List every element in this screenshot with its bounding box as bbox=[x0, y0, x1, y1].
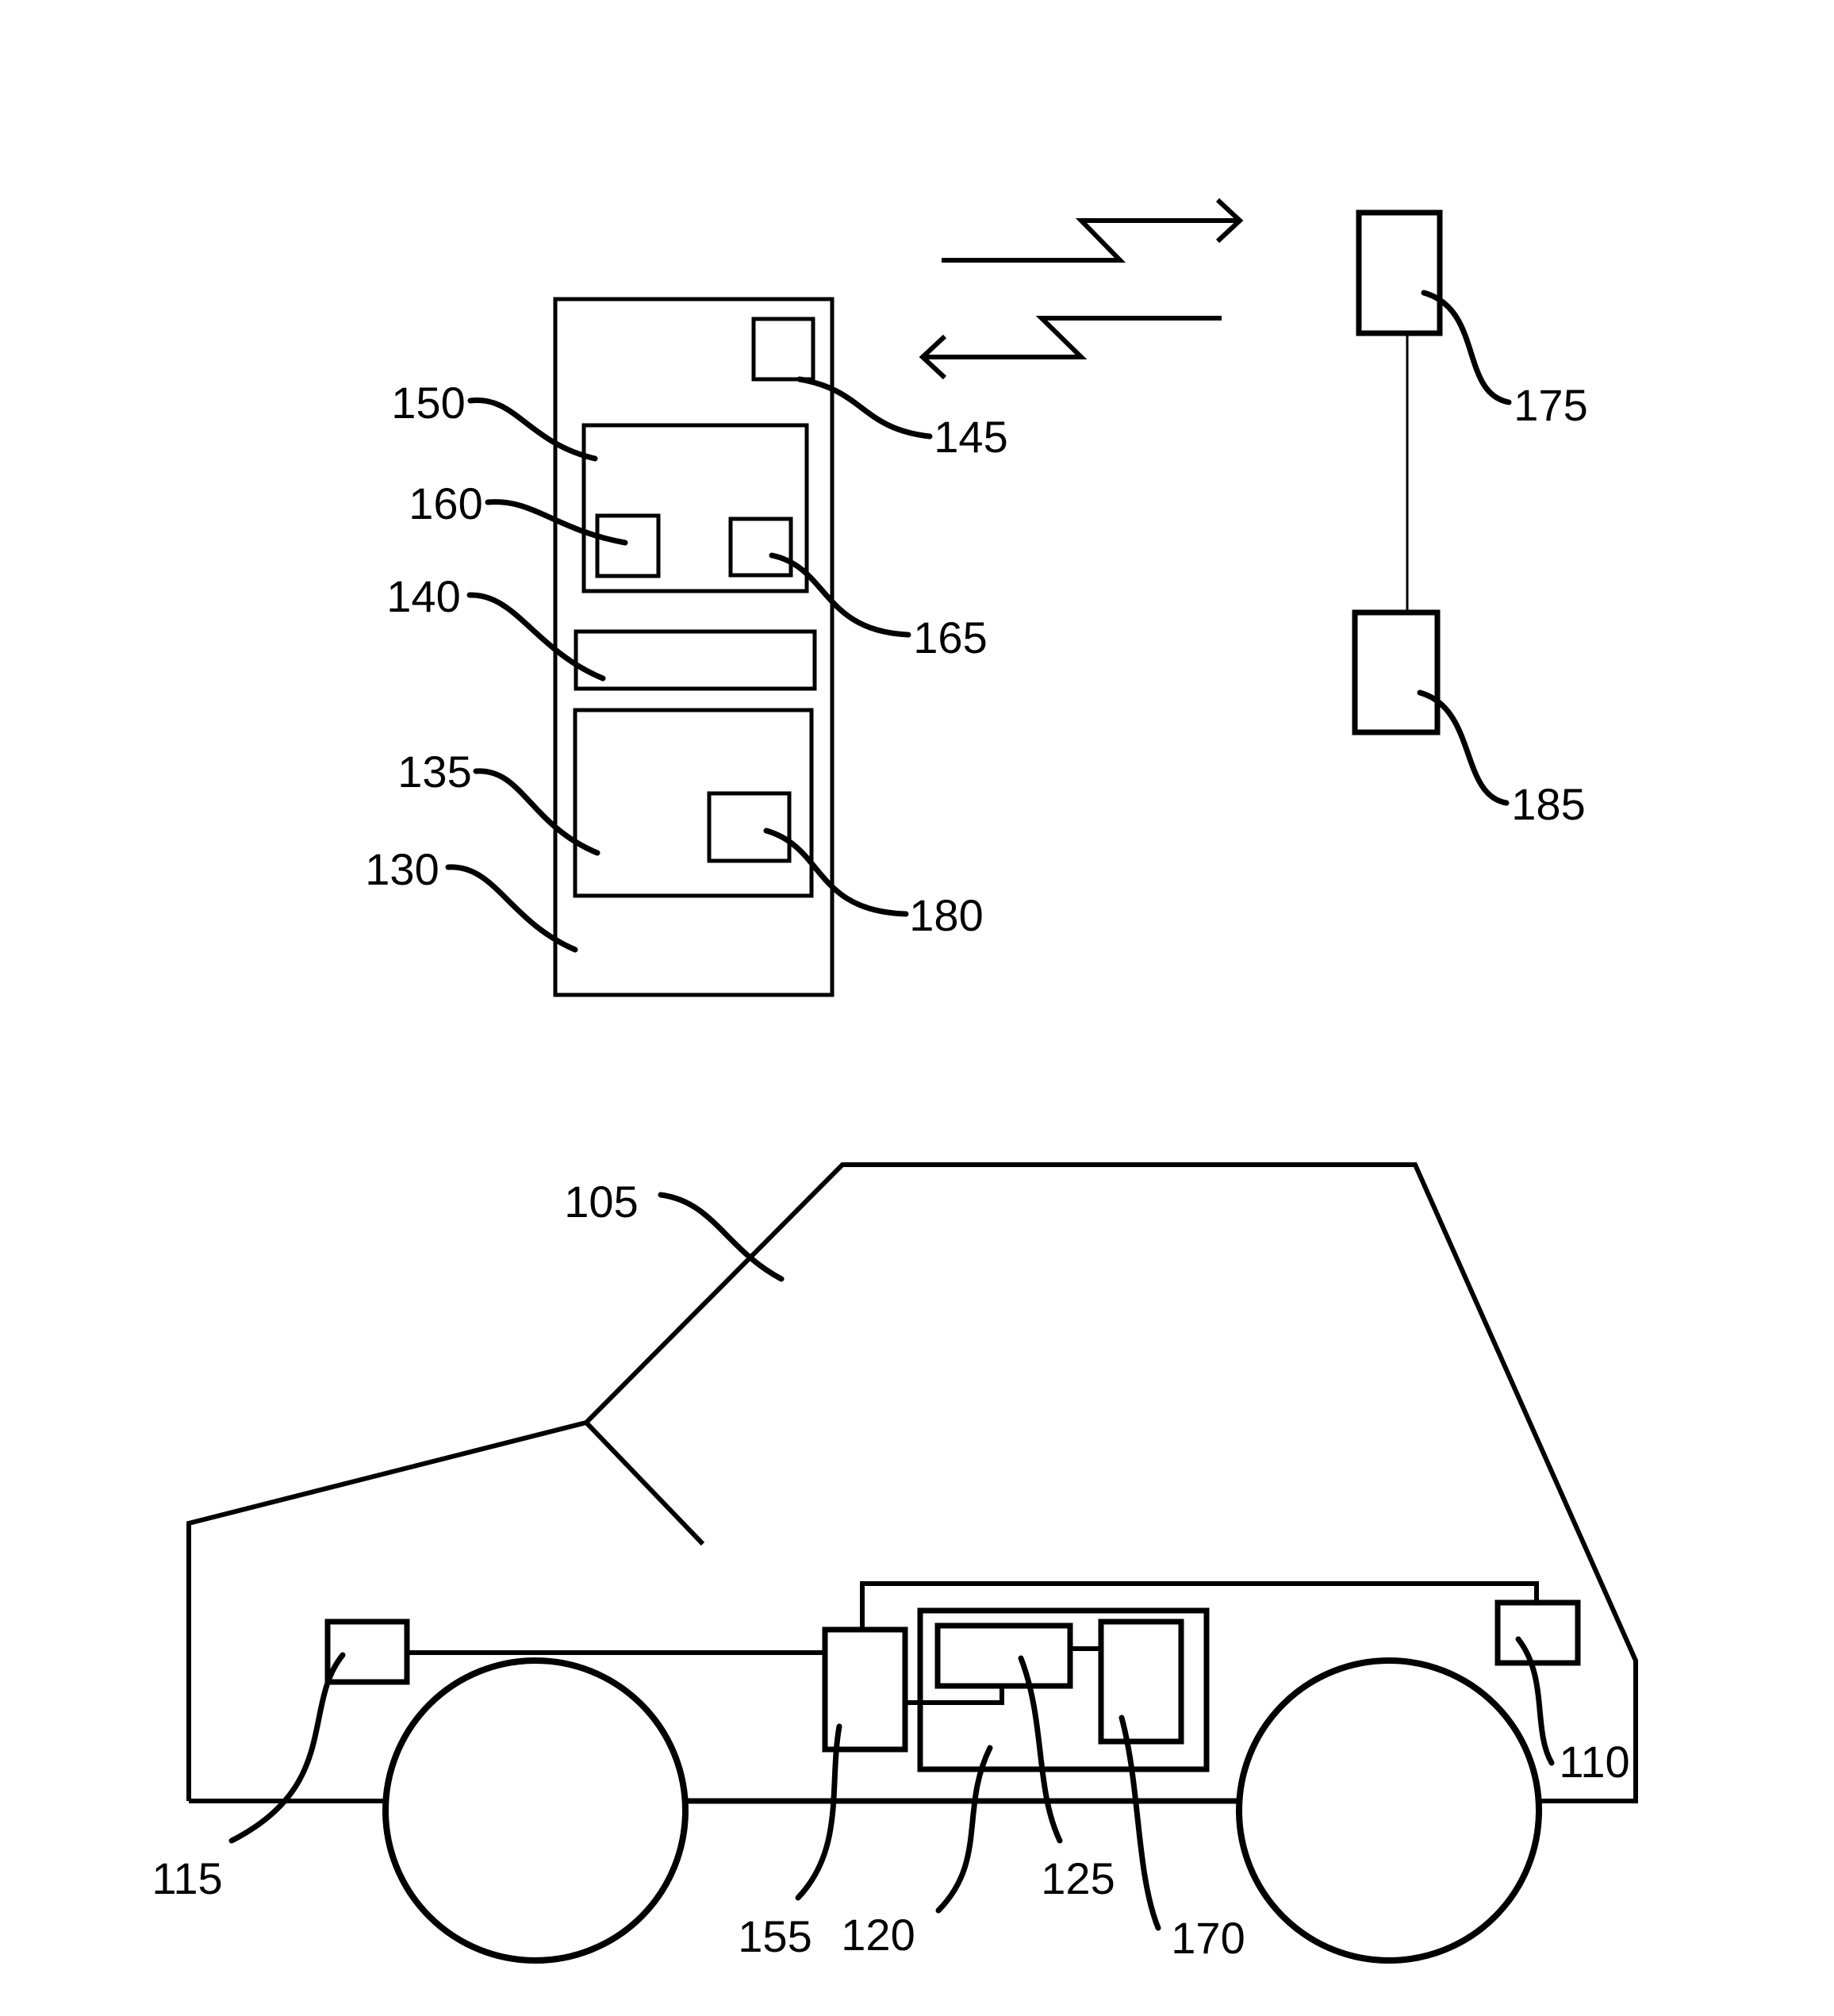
ref-label-135: 135 bbox=[397, 747, 471, 797]
signal-arrow-left-shaft bbox=[923, 316, 1222, 359]
reference-leaders bbox=[228, 290, 1555, 1931]
ref-label-125: 125 bbox=[1041, 1853, 1115, 1903]
ref-label-155: 155 bbox=[738, 1911, 811, 1961]
ref-label-185: 185 bbox=[1511, 779, 1585, 829]
device-block-diagram bbox=[553, 297, 835, 997]
box-145 bbox=[751, 317, 815, 382]
box-155 bbox=[822, 1626, 908, 1753]
leader-175 bbox=[1421, 290, 1512, 405]
leader-140 bbox=[466, 592, 606, 682]
box-135 bbox=[573, 708, 814, 898]
wireless-arrows bbox=[919, 198, 1244, 380]
front-wheel bbox=[382, 1657, 689, 1964]
leader-155 bbox=[795, 1723, 842, 1901]
box-160 bbox=[595, 513, 661, 578]
ref-label-160: 160 bbox=[409, 478, 482, 528]
wire-155-to-110 bbox=[860, 1581, 1539, 1630]
leader-125 bbox=[1018, 1655, 1063, 1844]
reference-labels: 150 160 140 135 130 145 165 180 175 185 … bbox=[152, 378, 1629, 1963]
ref-label-150: 150 bbox=[391, 378, 465, 428]
box-115 bbox=[324, 1619, 410, 1685]
leader-110 bbox=[1515, 1636, 1555, 1766]
box-185 bbox=[1352, 609, 1441, 735]
box-120 bbox=[917, 1607, 1210, 1772]
ref-label-105: 105 bbox=[564, 1177, 638, 1227]
box-175 bbox=[1356, 209, 1443, 336]
leader-165 bbox=[769, 552, 911, 638]
ref-label-175: 175 bbox=[1514, 380, 1587, 430]
ref-label-165: 165 bbox=[913, 612, 987, 662]
ref-label-115: 115 bbox=[152, 1853, 222, 1903]
vehicle-diagram bbox=[186, 1162, 1638, 1964]
wire-155-to-125 bbox=[905, 1686, 1004, 1705]
signal-arrow-right-shaft bbox=[942, 218, 1240, 263]
rear-wheel bbox=[1236, 1657, 1542, 1964]
leader-185 bbox=[1417, 689, 1510, 806]
box-165 bbox=[728, 516, 793, 578]
box-180 bbox=[707, 791, 792, 863]
box-130 bbox=[553, 297, 835, 997]
leader-180 bbox=[763, 828, 909, 917]
ref-label-120: 120 bbox=[841, 1910, 915, 1960]
signal-arrow-right-head-icon bbox=[1215, 198, 1244, 244]
box-110 bbox=[1494, 1599, 1581, 1666]
box-140 bbox=[574, 629, 817, 691]
box-150 bbox=[581, 423, 809, 593]
leader-170 bbox=[1118, 1715, 1161, 1931]
leader-145 bbox=[796, 376, 933, 440]
leader-130 bbox=[445, 864, 578, 953]
ref-label-145: 145 bbox=[934, 412, 1007, 462]
box-170 bbox=[1098, 1619, 1184, 1745]
leader-160 bbox=[485, 499, 628, 546]
leader-115 bbox=[228, 1652, 346, 1844]
ref-label-180: 180 bbox=[909, 890, 983, 940]
leader-135 bbox=[473, 768, 600, 856]
signal-arrow-left-head-icon bbox=[919, 334, 947, 380]
leader-120 bbox=[935, 1745, 993, 1914]
leader-150 bbox=[467, 397, 598, 462]
ref-label-140: 140 bbox=[386, 571, 460, 621]
ref-label-130: 130 bbox=[365, 844, 439, 894]
leader-105 bbox=[658, 1192, 785, 1282]
ref-label-170: 170 bbox=[1171, 1913, 1245, 1963]
remote-unit bbox=[1352, 209, 1443, 735]
ref-label-110: 110 bbox=[1559, 1737, 1629, 1787]
door-line bbox=[584, 1420, 705, 1546]
box-125 bbox=[934, 1622, 1073, 1689]
vehicle-outline bbox=[186, 1162, 1638, 1803]
